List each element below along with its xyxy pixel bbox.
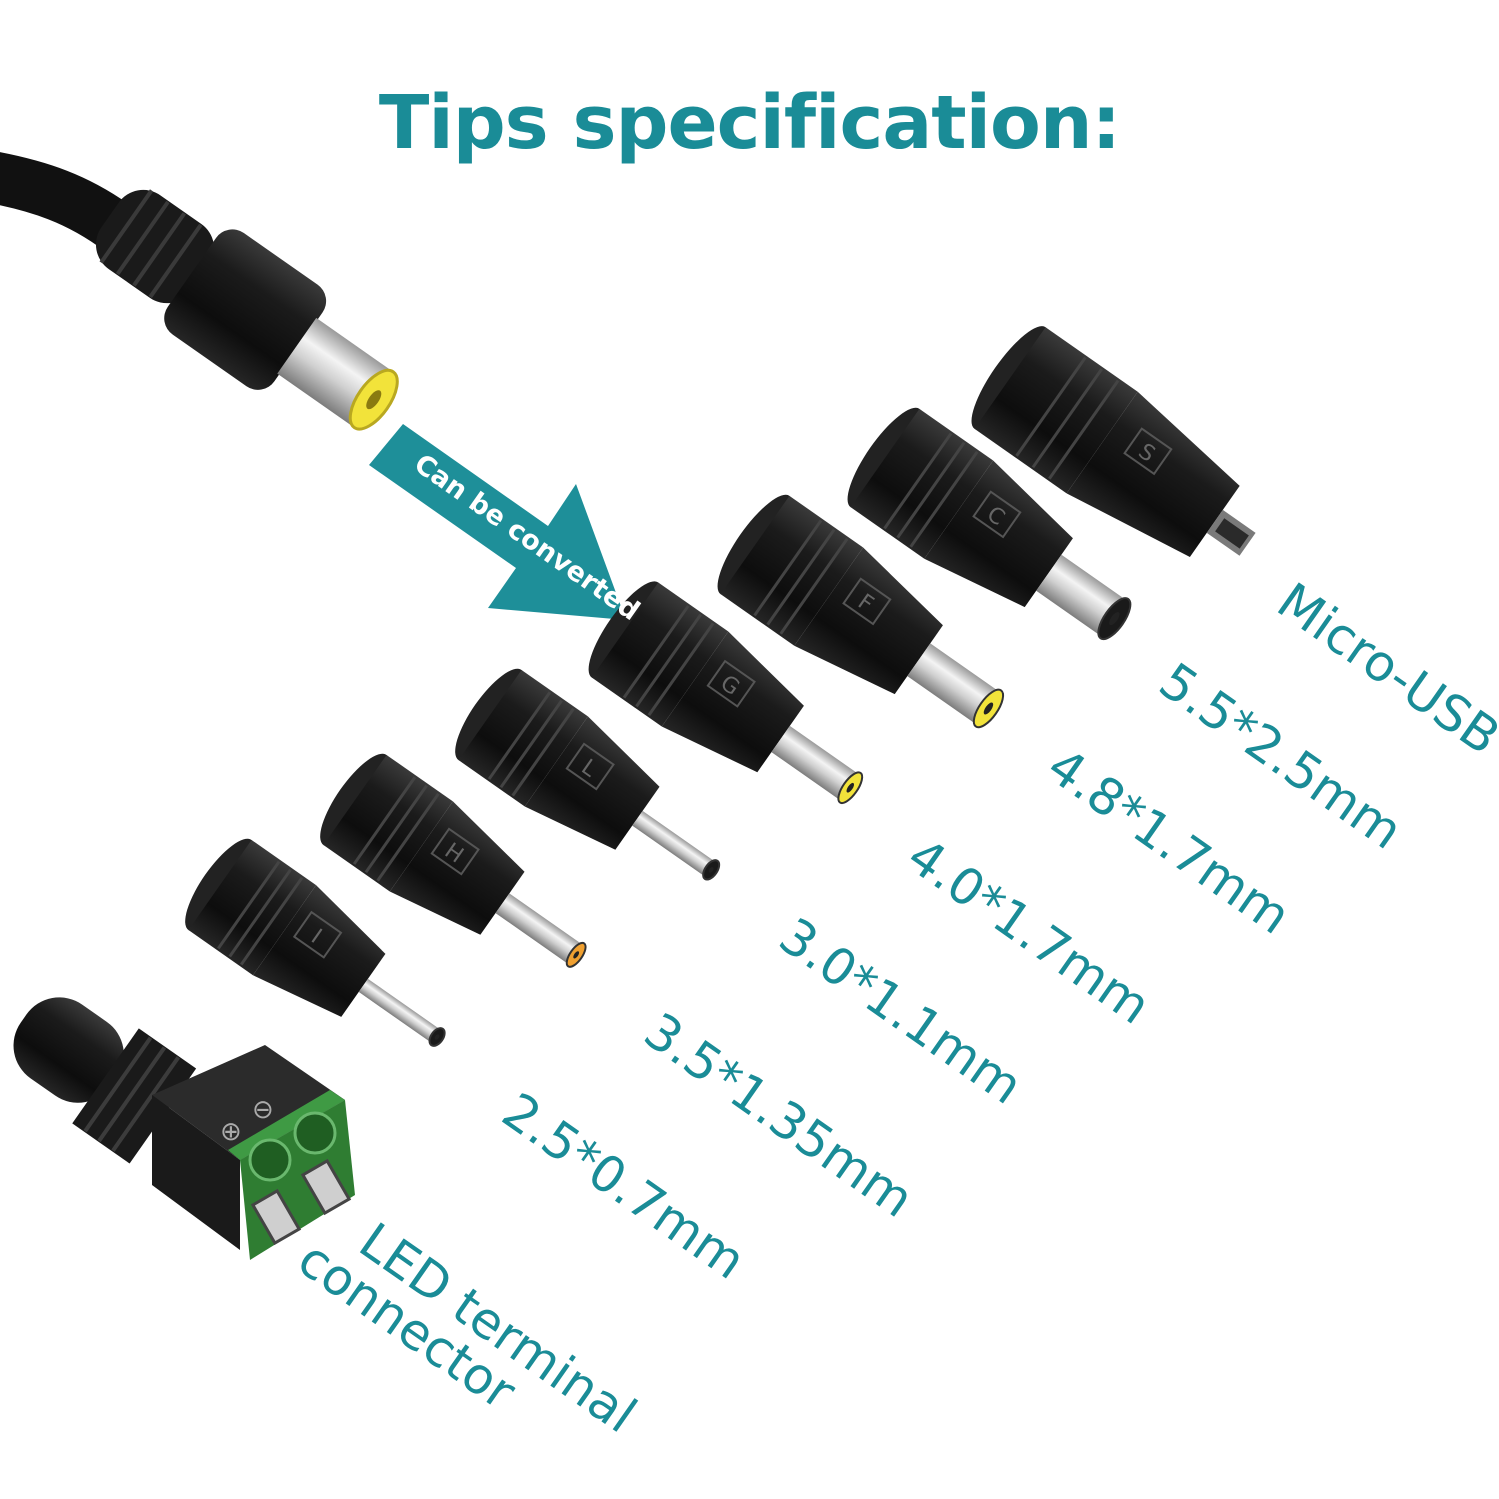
terminal-plus-symbol: ⊕ xyxy=(220,1117,242,1147)
adapter-tip: F xyxy=(717,494,1005,729)
led-terminal-connector: ⊕ ⊖ xyxy=(13,997,355,1260)
conversion-arrow xyxy=(369,424,626,620)
dc-cable-plug xyxy=(0,152,399,431)
adapter-tip: G xyxy=(588,581,864,805)
adapter-tip: H xyxy=(320,753,587,968)
adapter-tip: L xyxy=(455,668,721,881)
adapter-tip: S xyxy=(971,326,1256,557)
page-title: Tips specification: xyxy=(378,80,1121,166)
adapter-tip: I xyxy=(185,838,446,1047)
terminal-minus-symbol: ⊖ xyxy=(252,1095,274,1125)
adapter-tip: C xyxy=(847,407,1132,641)
